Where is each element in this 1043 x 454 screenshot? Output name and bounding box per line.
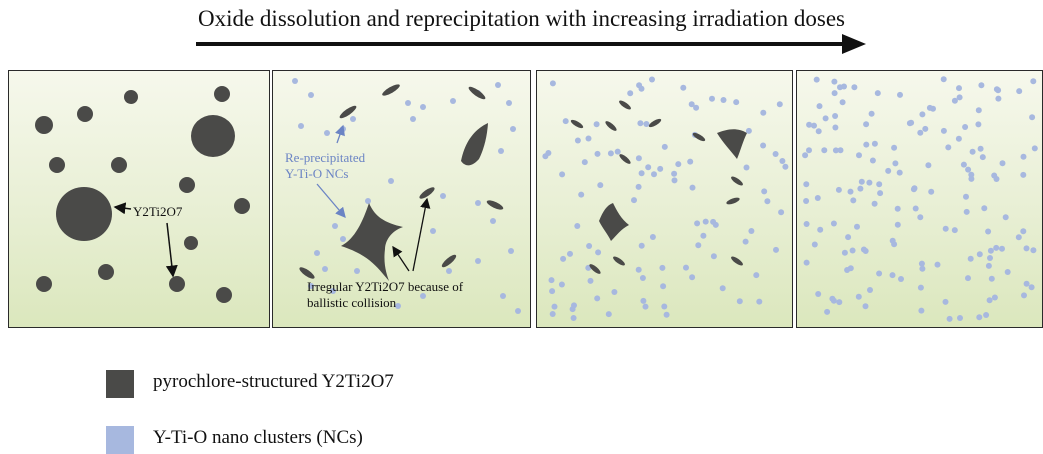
- cluster-dots: [542, 76, 789, 321]
- reprecipitated-label-line1: Re-precipitated: [285, 150, 366, 165]
- panel-stage-3: [536, 70, 793, 328]
- oxide-particles: [35, 86, 250, 303]
- cluster-dots: [802, 76, 1038, 322]
- diagram-title: Oxide dissolution and reprecipitation wi…: [197, 6, 846, 31]
- legend-swatch-clusters: [106, 426, 134, 454]
- dose-arrow: [196, 34, 866, 54]
- irregular-oxides: [299, 84, 504, 281]
- irregular-label-line1: Irregular Y2Ti2O7 because of: [307, 279, 464, 294]
- irregular-label-line2: ballistic collision: [307, 295, 397, 310]
- panel-2-drawing: [292, 78, 521, 314]
- panel-1-drawing: [35, 86, 250, 303]
- irregular-oxides: [570, 100, 747, 274]
- panel-4-drawing: [802, 76, 1038, 322]
- reprecipitated-label-line2: Y-Ti-O NCs: [285, 166, 349, 181]
- legend-label-oxide: pyrochlore-structured Y2Ti2O7: [153, 371, 394, 392]
- legend-swatch-oxide: [106, 370, 134, 398]
- panel-stage-1: Y2Ti2O7: [8, 70, 270, 328]
- panel-stage-2: Re-precipitated Y-Ti-O NCs Irregular Y2T…: [272, 70, 531, 328]
- panel-stage-4: [796, 70, 1043, 328]
- oxide-label: Y2Ti2O7: [133, 204, 183, 219]
- legend-label-clusters: Y-Ti-O nano clusters (NCs): [153, 427, 363, 448]
- panel-3-drawing: [542, 76, 789, 321]
